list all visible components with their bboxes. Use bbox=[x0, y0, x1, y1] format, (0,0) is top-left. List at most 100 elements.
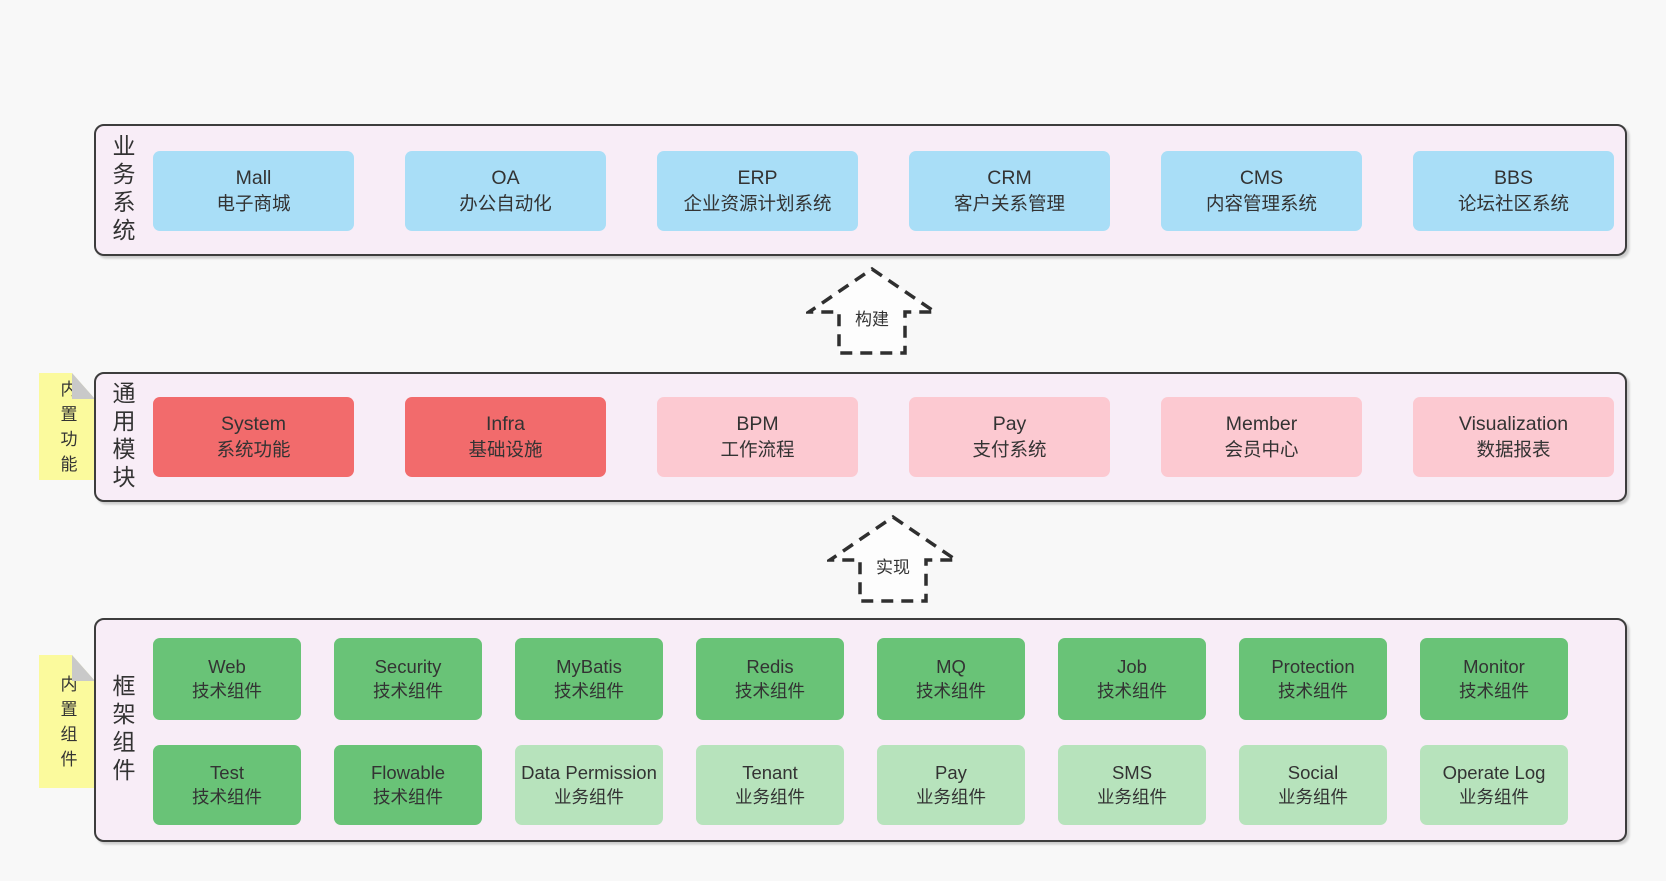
box-subtitle: 企业资源计划系统 bbox=[683, 193, 832, 214]
box-subtitle: 电子商城 bbox=[216, 193, 291, 214]
box-subtitle: 工作流程 bbox=[720, 439, 795, 460]
build-arrow: 构建 bbox=[806, 266, 938, 356]
visualization-box: Visualization 数据报表 bbox=[1413, 397, 1614, 477]
box-subtitle: 技术组件 bbox=[373, 681, 443, 701]
mybatis-box: MyBatis 技术组件 bbox=[515, 638, 663, 720]
bpm-box: BPM 工作流程 bbox=[657, 397, 858, 477]
box-subtitle: 数据报表 bbox=[1476, 439, 1551, 460]
pay-box: Pay 业务组件 bbox=[877, 745, 1025, 825]
box-subtitle: 技术组件 bbox=[554, 681, 624, 701]
bbs-box: BBS 论坛社区系统 bbox=[1413, 151, 1614, 231]
sticky-note-label: 内置功能 bbox=[57, 379, 77, 480]
infra-box: Infra 基础设施 bbox=[405, 397, 606, 477]
cms-box: CMS 内容管理系统 bbox=[1161, 151, 1362, 231]
protection-box: Protection 技术组件 bbox=[1239, 638, 1387, 720]
box-title: Job bbox=[1117, 656, 1147, 677]
box-title: BPM bbox=[736, 413, 779, 435]
security-box: Security 技术组件 bbox=[334, 638, 482, 720]
box-subtitle: 技术组件 bbox=[192, 787, 262, 807]
oa-box: OA 办公自动化 bbox=[405, 151, 606, 231]
box-title: Operate Log bbox=[1442, 762, 1546, 783]
box-title: SMS bbox=[1111, 762, 1153, 783]
implement-arrow: 实现 bbox=[827, 514, 959, 604]
box-subtitle: 内容管理系统 bbox=[1205, 193, 1317, 214]
box-subtitle: 业务组件 bbox=[554, 787, 624, 807]
box-subtitle: 技术组件 bbox=[916, 681, 986, 701]
box-title: Data Permission bbox=[521, 762, 657, 783]
flowable-box: Flowable 技术组件 bbox=[334, 745, 482, 825]
box-subtitle: 业务组件 bbox=[1278, 787, 1348, 807]
box-subtitle: 技术组件 bbox=[192, 681, 262, 701]
panel-label-framework-components: 框架组件 bbox=[109, 674, 135, 786]
box-subtitle: 技术组件 bbox=[1459, 681, 1529, 701]
box-title: CRM bbox=[987, 167, 1032, 189]
box-subtitle: 基础设施 bbox=[468, 439, 543, 460]
panel-business-systems: 业务系统 Mall 电子商城 OA 办公自动化 ERP 企业资源计划系统 CRM 客户关系管理… bbox=[94, 124, 1627, 256]
panel-label-common-modules: 通用模块 bbox=[109, 381, 135, 493]
box-subtitle: 会员中心 bbox=[1224, 439, 1299, 460]
box-title: Flowable bbox=[370, 762, 446, 783]
web-box: Web 技术组件 bbox=[153, 638, 301, 720]
redis-box: Redis 技术组件 bbox=[696, 638, 844, 720]
box-title: System bbox=[220, 413, 286, 435]
box-title: MyBatis bbox=[556, 656, 622, 677]
box-title: OA bbox=[491, 167, 520, 189]
mq-box: MQ 技术组件 bbox=[877, 638, 1025, 720]
mall-box: Mall 电子商城 bbox=[153, 151, 354, 231]
box-subtitle: 业务组件 bbox=[1459, 787, 1529, 807]
build-arrow-label: 构建 bbox=[853, 310, 891, 330]
box-title: Security bbox=[374, 656, 442, 677]
box-title: Protection bbox=[1271, 656, 1355, 677]
box-title: Monitor bbox=[1463, 656, 1525, 677]
sticky-note-label: 内置组件 bbox=[57, 674, 77, 775]
pay-box: Pay 支付系统 bbox=[909, 397, 1110, 477]
panel-label-business-systems: 业务系统 bbox=[109, 134, 135, 246]
box-subtitle: 业务组件 bbox=[735, 787, 805, 807]
box-title: Infra bbox=[485, 413, 526, 435]
box-title: Mall bbox=[235, 167, 272, 189]
sticky-note-builtin-features: 内置功能 bbox=[39, 373, 95, 480]
sms-box: SMS 业务组件 bbox=[1058, 745, 1206, 825]
box-subtitle: 论坛社区系统 bbox=[1457, 193, 1569, 214]
test-box: Test 技术组件 bbox=[153, 745, 301, 825]
business-systems-grid: Mall 电子商城 OA 办公自动化 ERP 企业资源计划系统 CRM 客户关系管理 CMS 内容… bbox=[153, 151, 1614, 231]
box-title: Tenant bbox=[742, 762, 798, 783]
box-title: Pay bbox=[935, 762, 967, 783]
erp-box: ERP 企业资源计划系统 bbox=[657, 151, 858, 231]
box-subtitle: 技术组件 bbox=[373, 787, 443, 807]
box-subtitle: 支付系统 bbox=[972, 439, 1047, 460]
box-subtitle: 业务组件 bbox=[1097, 787, 1167, 807]
box-title: Visualization bbox=[1458, 413, 1569, 435]
box-subtitle: 客户关系管理 bbox=[953, 193, 1065, 214]
implement-arrow-label: 实现 bbox=[874, 558, 912, 578]
box-title: MQ bbox=[936, 656, 966, 677]
box-title: Member bbox=[1225, 413, 1298, 435]
box-title: BBS bbox=[1493, 167, 1534, 189]
data-permission-box: Data Permission 业务组件 bbox=[515, 745, 663, 825]
box-subtitle: 技术组件 bbox=[1278, 681, 1348, 701]
box-title: Pay bbox=[992, 413, 1027, 435]
crm-box: CRM 客户关系管理 bbox=[909, 151, 1110, 231]
job-box: Job 技术组件 bbox=[1058, 638, 1206, 720]
box-title: Test bbox=[210, 762, 244, 783]
operate-log-box: Operate Log 业务组件 bbox=[1420, 745, 1568, 825]
tenant-box: Tenant 业务组件 bbox=[696, 745, 844, 825]
monitor-box: Monitor 技术组件 bbox=[1420, 638, 1568, 720]
box-title: Web bbox=[208, 656, 246, 677]
member-box: Member 会员中心 bbox=[1161, 397, 1362, 477]
social-box: Social 业务组件 bbox=[1239, 745, 1387, 825]
box-title: Redis bbox=[746, 656, 794, 677]
box-title: Social bbox=[1287, 762, 1339, 783]
box-title: CMS bbox=[1239, 167, 1284, 189]
box-subtitle: 技术组件 bbox=[735, 681, 805, 701]
box-subtitle: 办公自动化 bbox=[459, 193, 552, 214]
box-subtitle: 业务组件 bbox=[916, 787, 986, 807]
box-title: ERP bbox=[737, 167, 778, 189]
box-subtitle: 技术组件 bbox=[1097, 681, 1167, 701]
